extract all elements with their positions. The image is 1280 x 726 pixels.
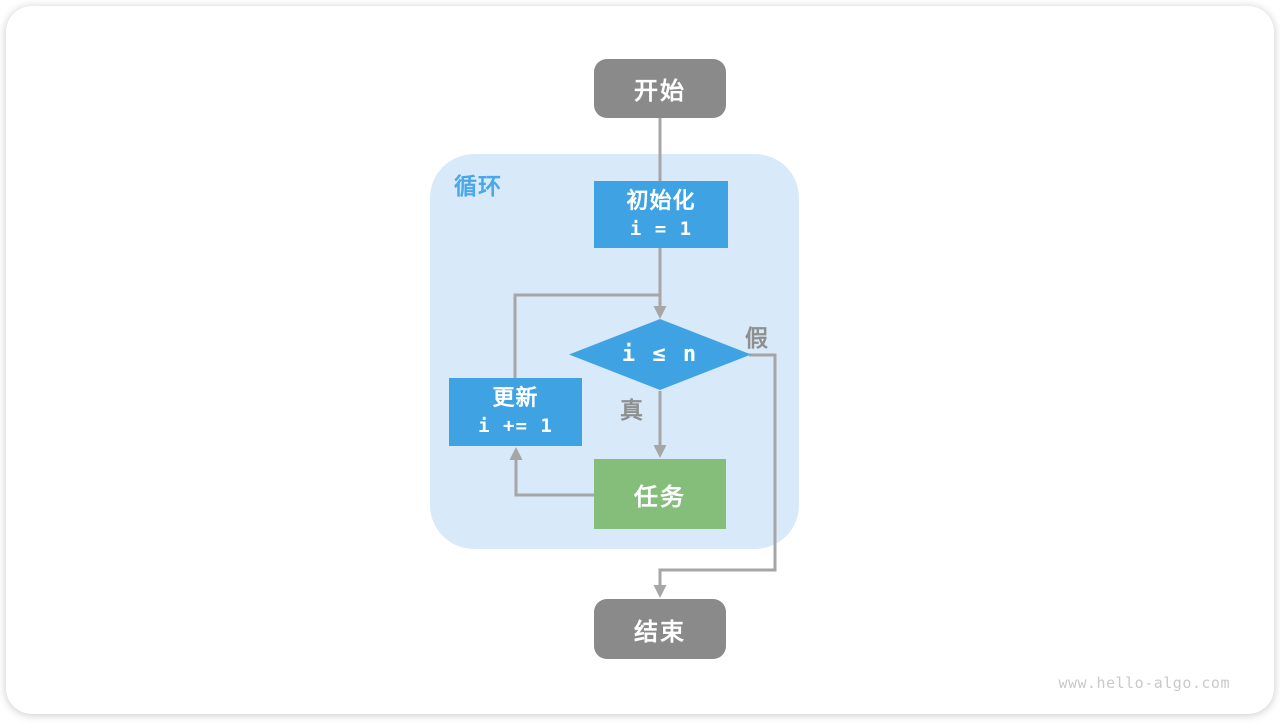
edge-label-false: 假 bbox=[745, 319, 768, 353]
node-end: 结束 bbox=[594, 599, 726, 659]
node-update-title: 更新 bbox=[492, 383, 538, 412]
loop-region-label: 循环 bbox=[454, 167, 502, 201]
node-update: 更新 i += 1 bbox=[449, 378, 582, 446]
node-start-label: 开始 bbox=[634, 71, 686, 106]
node-task-label: 任务 bbox=[634, 477, 686, 512]
node-init: 初始化 i = 1 bbox=[594, 181, 728, 248]
node-update-code: i += 1 bbox=[478, 412, 553, 441]
node-init-title: 初始化 bbox=[626, 186, 695, 215]
node-init-code: i = 1 bbox=[630, 215, 692, 244]
node-condition-code: i ≤ n bbox=[622, 342, 698, 367]
diagram-card: 循环 开始 初始化 i = 1 i ≤ n 更新 i += 1 任务 bbox=[6, 6, 1274, 714]
watermark: www.hello-algo.com bbox=[1058, 674, 1230, 692]
node-start: 开始 bbox=[594, 59, 726, 118]
node-end-label: 结束 bbox=[634, 612, 686, 647]
node-condition: i ≤ n bbox=[569, 319, 751, 390]
arrowhead-into-end bbox=[654, 585, 667, 598]
node-task: 任务 bbox=[594, 459, 726, 529]
edge-label-true: 真 bbox=[620, 391, 643, 425]
